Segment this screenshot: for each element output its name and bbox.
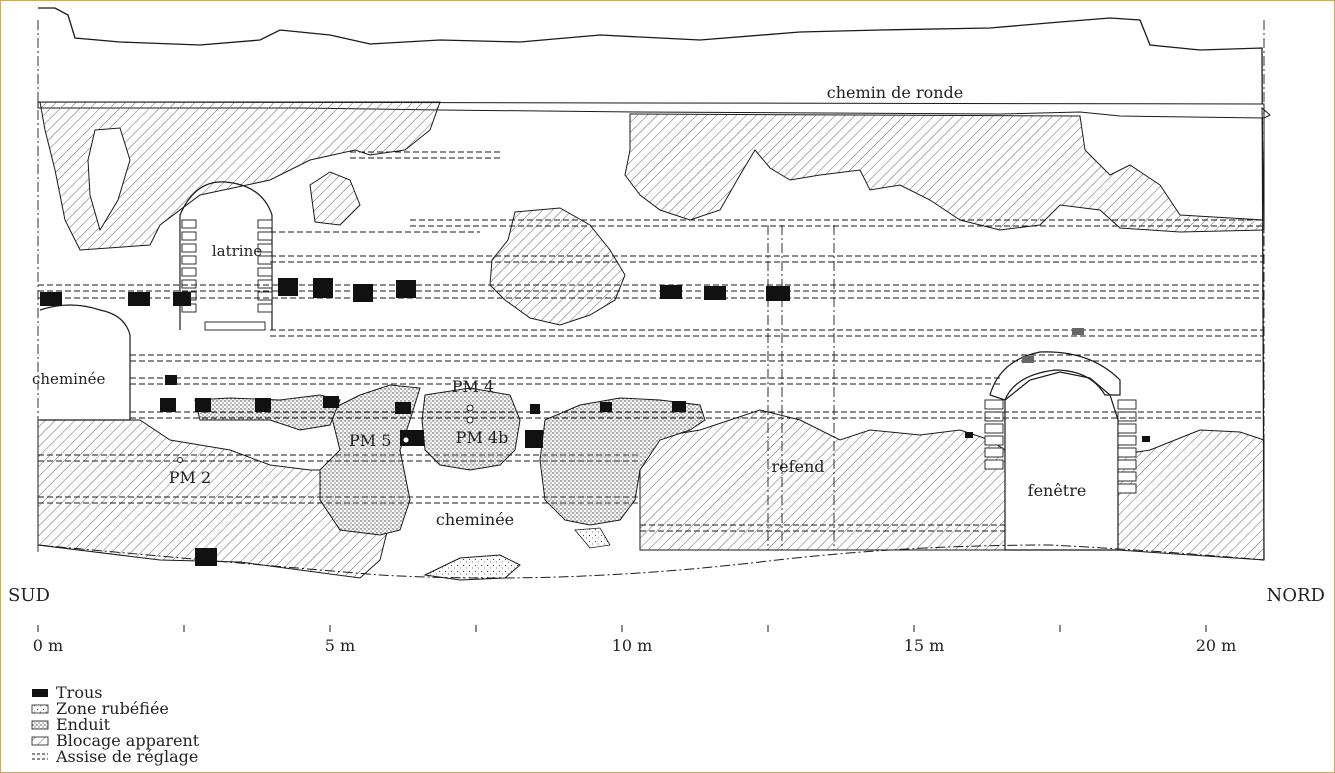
- blocage-upper-left: [39, 101, 441, 251]
- scale-tick-5: 5 m: [325, 636, 355, 655]
- label-cheminee-left: cheminée: [32, 370, 105, 388]
- scale-tick-10: 10 m: [612, 636, 653, 655]
- label-latrine: latrine: [212, 242, 262, 260]
- legend-swatch-blocage: [31, 736, 49, 746]
- legend-swatch-enduit: [31, 720, 49, 730]
- label-pm2: PM 2: [169, 468, 211, 487]
- sample-points: [177, 404, 474, 463]
- zone-rubefiee-2: [574, 527, 611, 549]
- legend-label-zone-rubefiee: Zone rubéfiée: [56, 699, 169, 718]
- blocage-island: [309, 171, 361, 226]
- label-chemin-de-ronde: chemin de ronde: [827, 83, 964, 102]
- latrine-stones: [181, 219, 273, 331]
- scale-tick-0: 0 m: [33, 636, 63, 655]
- latrine-arch: [179, 181, 273, 330]
- orientation-nord: NORD: [1267, 585, 1326, 606]
- grey-marks: [1022, 328, 1084, 363]
- assise-dashed-lines: [38, 151, 1264, 532]
- blocage-central: [489, 207, 626, 326]
- label-pm5: PM 5: [349, 431, 391, 450]
- label-fenetre: fenêtre: [1028, 481, 1087, 500]
- blocage-upper-right: [624, 106, 1271, 233]
- trous: [40, 278, 1150, 566]
- scale-tick-15: 15 m: [904, 636, 945, 655]
- fenetre-opening: [1004, 371, 1119, 551]
- fenetre-jambs: [984, 399, 1137, 494]
- scale-bar: [37, 625, 1207, 632]
- floor-line: [37, 544, 1265, 579]
- legend-swatch-zone-rubefiee: [31, 704, 49, 714]
- enduit-right: [539, 397, 706, 526]
- enduit-left: [319, 384, 421, 536]
- legend-swatch-assise: [32, 753, 48, 760]
- label-refend: refend: [771, 457, 824, 476]
- legend-label-blocage: Blocage apparent: [56, 731, 200, 750]
- legend-label-assise: Assise de réglage: [55, 747, 198, 766]
- blocage-island-2: [87, 127, 131, 232]
- scale-tick-20: 20 m: [1196, 636, 1237, 655]
- orientation-sud: SUD: [8, 585, 50, 606]
- label-pm4: PM 4: [452, 377, 494, 396]
- legend: Trous Zone rubéfiée Enduit Blocage appar…: [31, 683, 200, 766]
- label-pm4b: PM 4b: [456, 428, 509, 447]
- cheminee-left-arch: [39, 304, 131, 421]
- blocage-far-right: [1117, 429, 1265, 561]
- blocage-lower-right: [639, 409, 1006, 551]
- legend-label-enduit: Enduit: [56, 715, 111, 734]
- legend-label-trous: Trous: [56, 683, 102, 702]
- label-cheminee-center: cheminée: [436, 510, 514, 529]
- legend-swatch-trous: [32, 689, 48, 697]
- zone-rubefiee: [423, 554, 521, 581]
- axis-lines: [37, 20, 1265, 560]
- wall-top-outline: [38, 7, 1265, 561]
